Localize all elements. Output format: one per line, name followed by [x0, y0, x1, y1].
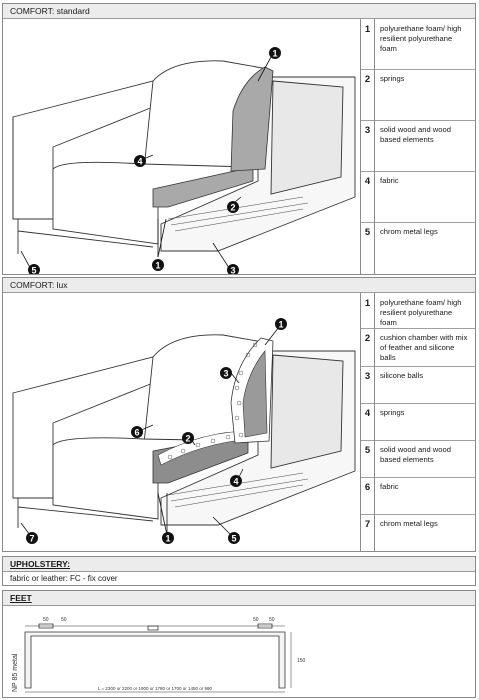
- feet-left-dim-2: 50: [61, 617, 67, 623]
- legend-text: solid wood and wood based elements: [380, 125, 451, 144]
- callout-3: 3: [230, 266, 235, 275]
- legend-text: solid wood and wood based elements: [380, 445, 451, 464]
- feet-height-dim: 150: [297, 658, 306, 664]
- upholstery-text: fabric or leather: FC - fix cover: [10, 574, 118, 583]
- standard-legend: 1 polyurethane foam/ high resilient poly…: [360, 19, 475, 274]
- feet-left-dim-1: 50: [43, 617, 49, 623]
- legend-row: 1 polyurethane foam/ high resilient poly…: [361, 293, 475, 329]
- legend-number: 2: [361, 328, 375, 366]
- comfort-standard-title: COMFORT: standard: [3, 4, 475, 19]
- legend-text: springs: [380, 408, 405, 417]
- legend-number: 5: [361, 222, 375, 274]
- legend-text: chrom metal legs: [380, 227, 438, 236]
- feet-title: FEET: [3, 591, 475, 606]
- legend-number: 4: [361, 403, 375, 440]
- upholstery-title: UPHOLSTERY:: [3, 557, 475, 572]
- legend-number: 4: [361, 171, 375, 222]
- feet-length-dim: L = 2300 or 2200 or 1900 or 1780 or 1700…: [98, 686, 213, 691]
- comfort-lux-panel: COMFORT: lux: [2, 277, 476, 552]
- legend-text: cushion chamber with mix of feather and …: [380, 333, 468, 362]
- legend-row: 5 solid wood and wood based elements: [361, 440, 475, 478]
- legend-text: springs: [380, 74, 405, 83]
- legend-text: polyurethane foam/ high resilient polyur…: [380, 298, 462, 327]
- legend-number: 1: [361, 293, 375, 328]
- legend-number: 7: [361, 514, 375, 551]
- lux-callout-1b: 1: [165, 534, 170, 544]
- legend-text: chrom metal legs: [380, 519, 438, 528]
- standard-sofa-illustration: 1 2 3 4 5 1: [12, 47, 356, 276]
- legend-number: 5: [361, 440, 375, 477]
- legend-number: 3: [361, 120, 375, 171]
- legend-number: 3: [361, 366, 375, 403]
- comfort-standard-panel: COMFORT: standard: [2, 3, 476, 276]
- legend-row: 4 fabric: [361, 171, 475, 223]
- feet-panel: FEET 50 50 50 50 150 L = 2300 or 2200 or…: [2, 590, 476, 698]
- lux-callout-5: 5: [231, 534, 236, 544]
- legend-row: 2 springs: [361, 69, 475, 121]
- legend-row: 6 fabric: [361, 477, 475, 515]
- legend-text: silicone balls: [380, 371, 424, 380]
- feet-side-label: NP 85 metal: [12, 653, 19, 692]
- legend-row: 5 chrom metal legs: [361, 222, 475, 274]
- lux-callout-2: 2: [185, 434, 190, 444]
- lux-callout-6: 6: [134, 428, 139, 438]
- legend-row: 1 polyurethane foam/ high resilient poly…: [361, 19, 475, 70]
- lux-callout-1a: 1: [278, 320, 283, 330]
- legend-number: 6: [361, 477, 375, 514]
- standard-sofa-drawing: 1 2 3 4 5 1: [3, 19, 358, 276]
- legend-number: 2: [361, 69, 375, 120]
- legend-row: 4 springs: [361, 403, 475, 441]
- legend-row: 3 silicone balls: [361, 366, 475, 404]
- legend-text: polyurethane foam/ high resilient polyur…: [380, 24, 462, 53]
- callout-1b: 1: [155, 261, 160, 271]
- feet-drawing: 50 50 50 50 150 L = 2300 or 2200 or 1900…: [12, 617, 306, 693]
- upholstery-panel: UPHOLSTERY: fabric or leather: FC - fix …: [2, 556, 476, 586]
- legend-text: fabric: [380, 176, 399, 185]
- legend-row: 7 chrom metal legs: [361, 514, 475, 551]
- legend-text: fabric: [380, 482, 399, 491]
- lux-callout-3: 3: [223, 369, 228, 379]
- lux-legend: 1 polyurethane foam/ high resilient poly…: [360, 293, 475, 551]
- lux-callout-7: 7: [29, 534, 34, 544]
- callout-1a: 1: [272, 49, 277, 59]
- feet-right-dim-2: 50: [269, 617, 275, 623]
- callout-4: 4: [137, 157, 142, 167]
- legend-row: 2 cushion chamber with mix of feather an…: [361, 328, 475, 367]
- legend-row: 3 solid wood and wood based elements: [361, 120, 475, 172]
- callout-5: 5: [31, 266, 36, 275]
- callout-2: 2: [230, 203, 235, 213]
- legend-number: 1: [361, 19, 375, 69]
- feet-right-dim-1: 50: [253, 617, 259, 623]
- lux-sofa-illustration: 1 3 6 2 4 7 1 5: [12, 318, 356, 544]
- comfort-lux-title: COMFORT: lux: [3, 278, 475, 293]
- lux-sofa-drawing: 1 3 6 2 4 7 1 5: [3, 293, 358, 551]
- lux-callout-4: 4: [233, 477, 238, 487]
